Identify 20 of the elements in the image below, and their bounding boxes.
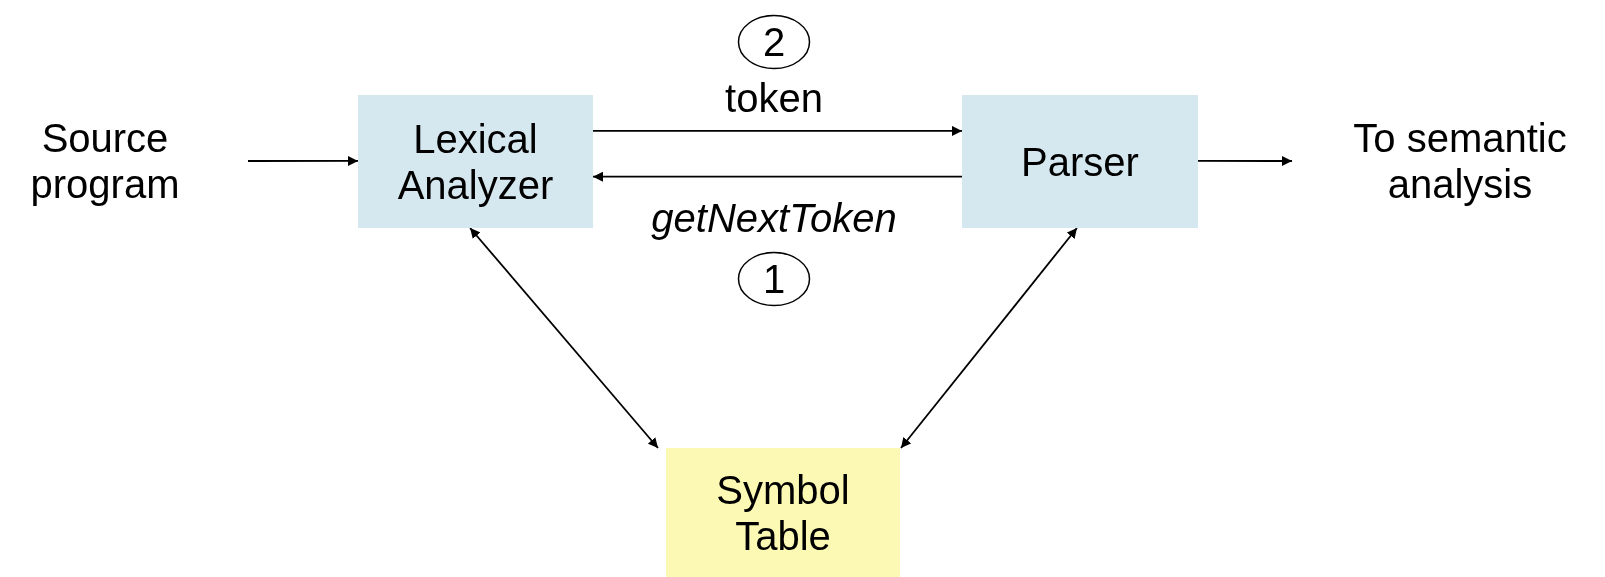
arrow: [900, 227, 1078, 449]
box-label: Lexical Analyzer: [396, 115, 555, 208]
step-number-text: 1: [762, 256, 786, 302]
step-number: [737, 251, 811, 307]
arrow: [592, 171, 963, 182]
arrow: [469, 227, 659, 449]
edge-label: getNextToken: [651, 195, 897, 241]
arrow: [592, 125, 963, 136]
process-box: [358, 95, 593, 228]
box-label: Parser: [1021, 138, 1139, 185]
edge-label: token: [725, 75, 823, 121]
step-number-text: 2: [762, 19, 786, 65]
arrow: [1197, 156, 1293, 166]
step-number: [737, 14, 811, 70]
box-label: Symbol Table: [715, 466, 851, 559]
node-label: Source program: [29, 115, 181, 207]
node-label: To semantic analysis: [1352, 115, 1568, 207]
data-store-box: [666, 448, 900, 577]
arrow: [247, 155, 359, 166]
process-box: [962, 95, 1198, 228]
